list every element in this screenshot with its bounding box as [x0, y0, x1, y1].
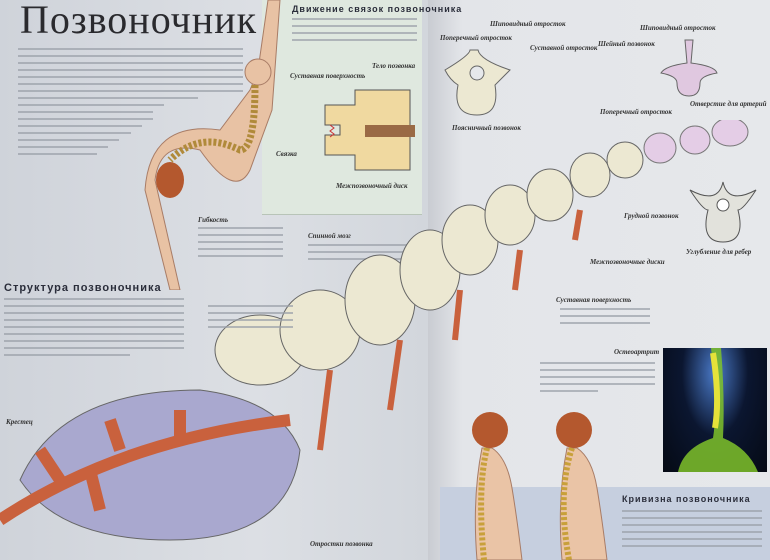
page-title: Позвоночник	[20, 0, 258, 42]
label-artery: Отверстие для артерий	[690, 100, 767, 108]
vessel-text	[208, 305, 293, 333]
articular-text	[560, 308, 650, 329]
label-spinal-cord: Спинной мозг	[308, 232, 351, 240]
spine-illustration	[0, 120, 749, 541]
label-rib-facet: Углубление для ребер	[686, 248, 752, 256]
label-lumbar-spinous: Шиповидный отросток	[490, 20, 566, 28]
label-discs: Межпозвоночные диски	[590, 258, 665, 266]
ligament-text	[292, 18, 417, 46]
vertebra-diagram	[324, 89, 415, 171]
label-vertebral-body: Тело позвонка	[372, 62, 416, 70]
cervical-vertebra	[660, 39, 718, 97]
label-lumbar-transverse: Поперечный отросток	[440, 34, 512, 42]
label-articular-surface-right: Суставная поверхность	[556, 296, 632, 304]
flexibility-text	[198, 227, 283, 262]
label-articular-surface: Суставная поверхность	[290, 72, 366, 80]
label-ligament: Связка	[276, 150, 297, 158]
lumbar-caption: Поясничный позвонок	[452, 124, 521, 132]
structure-heading: Структура позвоночника	[4, 282, 162, 294]
ligament-heading: Движение связок позвоночника	[292, 4, 463, 14]
label-lumbar-articular: Суставной отросток	[530, 44, 598, 52]
flexing-figure	[144, 0, 281, 290]
label-sacrum: Крестец	[6, 418, 33, 426]
thoracic-caption: Грудной позвонок	[624, 212, 679, 220]
label-processes: Отростки позвонка	[310, 540, 373, 548]
label-cervical-spinous: Шиповидный отросток	[640, 24, 716, 32]
osteoarthritis-text	[540, 362, 655, 397]
structure-text	[4, 298, 184, 361]
intro-text	[18, 48, 243, 160]
posture-figures	[472, 412, 608, 560]
label-flexibility: Гибкость	[198, 216, 229, 224]
label-osteoarthritis: Остеоартрит	[614, 348, 660, 356]
label-cervical-transverse: Поперечный отросток	[600, 108, 672, 116]
spinal-cord-text	[308, 244, 418, 265]
curvature-text	[622, 510, 762, 552]
label-disc: Межпозвоночный диск	[336, 182, 408, 190]
curvature-heading: Кривизна позвоночника	[622, 494, 751, 504]
thoracic-vertebra	[689, 181, 757, 243]
xray-image	[663, 348, 767, 472]
cervical-caption: Шейный позвонок	[598, 40, 655, 48]
lumbar-vertebra	[444, 49, 511, 116]
